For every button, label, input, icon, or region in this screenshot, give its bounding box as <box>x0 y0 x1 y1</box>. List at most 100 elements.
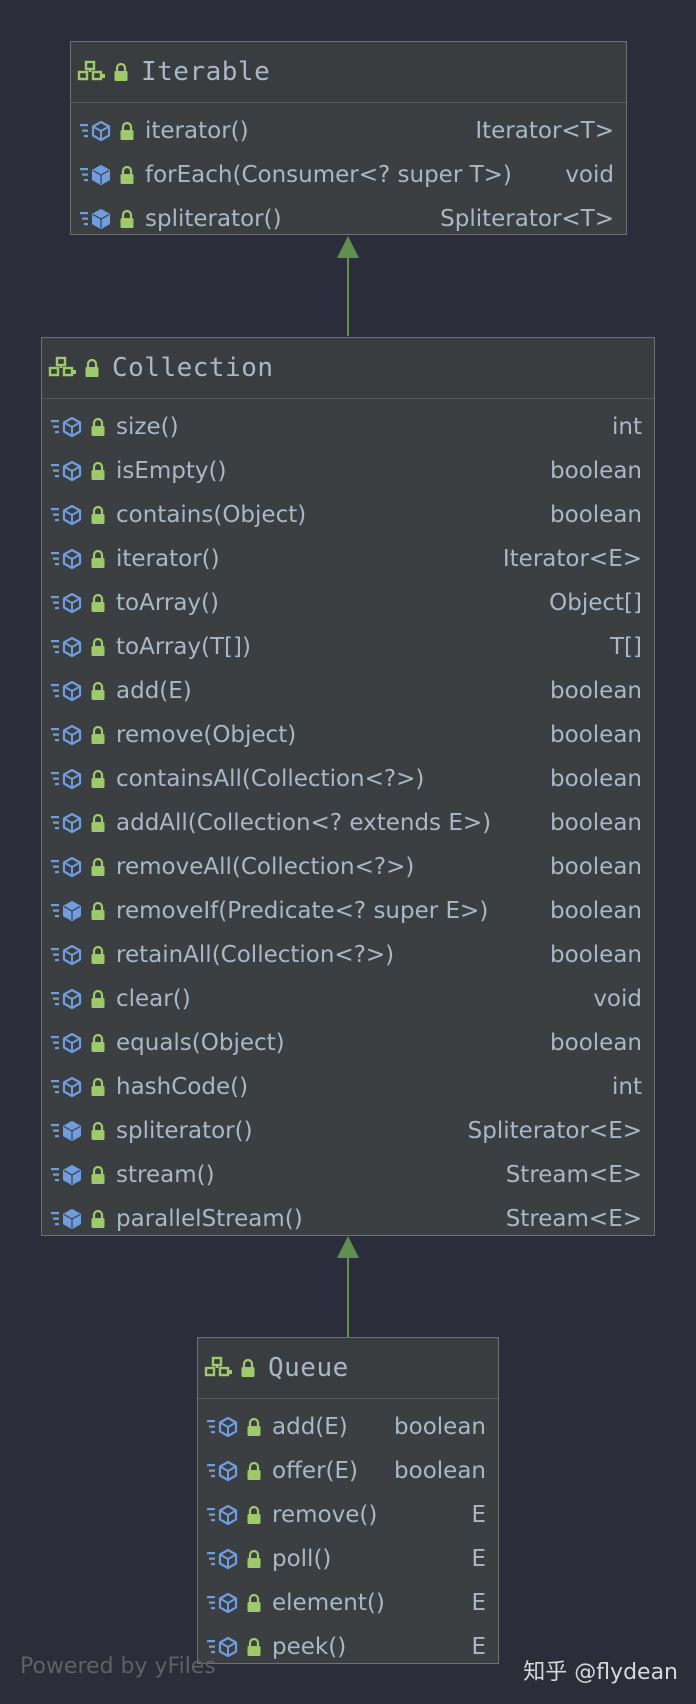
method-default-icon <box>79 163 113 187</box>
node-header: Queue <box>198 1338 498 1399</box>
node-title: Iterable <box>141 57 271 87</box>
lock-icon <box>90 593 106 613</box>
member-name: spliterator() <box>116 1118 253 1144</box>
member-row[interactable]: spliterator()Spliterator<E> <box>42 1109 654 1153</box>
lock-icon <box>90 461 106 481</box>
member-return-type: Stream<E> <box>505 1162 642 1188</box>
node-queue[interactable]: Queue add(E)boolean <box>197 1337 499 1664</box>
member-name: remove() <box>272 1502 378 1528</box>
member-row[interactable]: poll()E <box>198 1537 498 1581</box>
method-abstract-icon <box>206 1635 240 1659</box>
member-return-type: boolean <box>550 810 642 836</box>
member-row[interactable]: removeIf(Predicate<? super E>)boolean <box>42 889 654 933</box>
member-row[interactable]: containsAll(Collection<?>)boolean <box>42 757 654 801</box>
member-return-type: E <box>471 1502 486 1528</box>
method-default-icon <box>50 899 84 923</box>
member-row[interactable]: iterator()Iterator<E> <box>42 537 654 581</box>
member-return-type: boolean <box>550 854 642 880</box>
method-abstract-icon <box>50 767 84 791</box>
member-row[interactable]: isEmpty()boolean <box>42 449 654 493</box>
lock-icon <box>90 549 106 569</box>
member-row[interactable]: stream()Stream<E> <box>42 1153 654 1197</box>
method-default-icon <box>50 1119 84 1143</box>
member-name: add(E) <box>272 1414 348 1440</box>
member-row[interactable]: element() E <box>198 1581 498 1625</box>
member-row[interactable]: toArray()Object[] <box>42 581 654 625</box>
member-row[interactable]: spliterator()Spliterator<T> <box>71 197 626 241</box>
member-row[interactable]: remove(Object)boolean <box>42 713 654 757</box>
interface-icon <box>77 60 107 84</box>
method-abstract-icon <box>50 1075 84 1099</box>
watermark-label: 知乎 @flydean <box>523 1660 678 1685</box>
member-row[interactable]: forEach(Consumer<? super T>)void <box>71 153 626 197</box>
member-row[interactable]: removeAll(Collection<?>)boolean <box>42 845 654 889</box>
lock-icon <box>90 417 106 437</box>
member-return-type: Iterator<T> <box>475 118 614 144</box>
member-name: size() <box>116 414 179 440</box>
lock-icon <box>90 681 106 701</box>
member-row[interactable]: parallelStream()Stream<E> <box>42 1197 654 1241</box>
lock-icon <box>90 857 106 877</box>
member-row[interactable]: contains(Object) boolean <box>42 493 654 537</box>
lock-icon <box>246 1593 262 1613</box>
member-return-type: boolean <box>550 1030 642 1056</box>
member-return-type: boolean <box>394 1458 486 1484</box>
method-abstract-icon <box>50 679 84 703</box>
member-row[interactable]: remove() E <box>198 1493 498 1537</box>
powered-by-label: Powered by yFiles <box>20 1654 216 1679</box>
method-abstract-icon <box>79 119 113 143</box>
member-row[interactable]: offer(E)boolean <box>198 1449 498 1493</box>
arrowhead-collection <box>337 1236 359 1258</box>
interface-icon <box>204 1356 234 1380</box>
method-abstract-icon <box>50 591 84 615</box>
member-return-type: boolean <box>550 502 642 528</box>
node-iterable[interactable]: Iterable iterator()Iterator<T> <box>70 41 627 235</box>
method-abstract-icon <box>206 1503 240 1527</box>
member-row[interactable]: clear()void <box>42 977 654 1021</box>
member-row[interactable]: addAll(Collection<? extends E>)boolean <box>42 801 654 845</box>
member-row[interactable]: peek()E <box>198 1625 498 1669</box>
member-row[interactable]: toArray(T[])T[] <box>42 625 654 669</box>
member-name: toArray() <box>116 590 219 616</box>
member-name: equals(Object) <box>116 1030 285 1056</box>
lock-icon <box>90 901 106 921</box>
member-return-type: E <box>471 1546 486 1572</box>
member-name: clear() <box>116 986 191 1012</box>
member-return-type: E <box>471 1590 486 1616</box>
member-name: isEmpty() <box>116 458 227 484</box>
lock-icon <box>246 1637 262 1657</box>
member-row[interactable]: retainAll(Collection<?>)boolean <box>42 933 654 977</box>
member-row[interactable]: equals(Object) boolean <box>42 1021 654 1065</box>
member-return-type: boolean <box>550 898 642 924</box>
node-collection[interactable]: Collection size()int <box>41 337 655 1236</box>
member-name: forEach(Consumer<? super T>) <box>145 162 512 188</box>
method-abstract-icon <box>50 855 84 879</box>
member-row[interactable]: size() int <box>42 405 654 449</box>
method-abstract-icon <box>50 503 84 527</box>
method-abstract-icon <box>206 1415 240 1439</box>
lock-icon <box>246 1549 262 1569</box>
member-name: toArray(T[]) <box>116 634 251 660</box>
member-name: contains(Object) <box>116 502 307 528</box>
lock-icon <box>90 1077 106 1097</box>
edge-collection-to-iterable <box>347 256 349 336</box>
member-name: iterator() <box>116 546 220 572</box>
lock-icon <box>90 813 106 833</box>
member-name: element() <box>272 1590 385 1616</box>
member-return-type: int <box>612 1074 642 1100</box>
member-name: retainAll(Collection<?>) <box>116 942 395 968</box>
lock-icon <box>119 121 135 141</box>
lock-icon <box>90 1209 106 1229</box>
member-name: spliterator() <box>145 206 282 232</box>
member-row[interactable]: hashCode()int <box>42 1065 654 1109</box>
method-default-icon <box>79 207 113 231</box>
member-return-type: int <box>612 414 642 440</box>
method-abstract-icon <box>206 1591 240 1615</box>
node-members: add(E)boolean offer(E)boolean <box>198 1399 498 1669</box>
member-row[interactable]: add(E)boolean <box>42 669 654 713</box>
method-default-icon <box>50 1163 84 1187</box>
member-row[interactable]: add(E)boolean <box>198 1405 498 1449</box>
member-row[interactable]: iterator()Iterator<T> <box>71 109 626 153</box>
member-return-type: boolean <box>550 766 642 792</box>
method-default-icon <box>50 1207 84 1231</box>
